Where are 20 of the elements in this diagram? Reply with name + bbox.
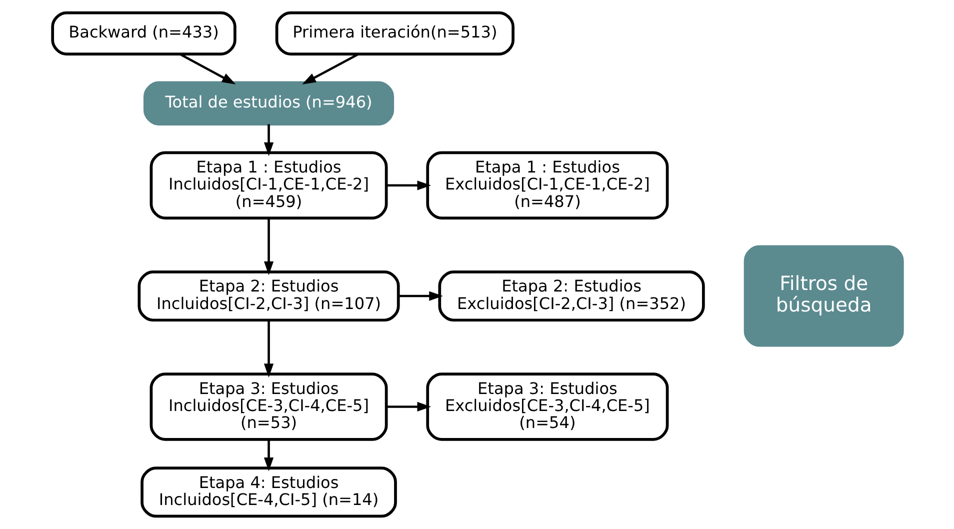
arrow: [263, 218, 274, 276]
node-box: Etapa 4: Estudios Incluidos[CE-4,CI-5] (n=14): [140, 466, 396, 518]
node-box: Primera iteración(n=513): [274, 11, 514, 56]
node-box: Etapa 2: Estudios Incluidos[CI-2,CI-3] (n=107): [137, 270, 400, 322]
arrow: [178, 53, 236, 84]
arrow: [386, 402, 431, 412]
node-box: Backward (n=433): [50, 11, 236, 56]
node-box: Total de estudios (n=946): [142, 81, 394, 126]
arrow: [398, 291, 442, 301]
node-box: Etapa 3: Estudios Incluidos[CE-3,CI-4,CE-5] (n=53): [149, 372, 388, 441]
arrow: [263, 124, 274, 156]
node-box: Etapa 1 : Estudios Incluidos[CI-1,CE-1,CE-2] (n=459): [149, 151, 388, 220]
node-box: Etapa 1 : Estudios Excluidos[CI-1,CE-1,CE-2] (n=487): [426, 151, 668, 220]
arrow: [263, 320, 274, 378]
arrow: [302, 53, 358, 84]
arrow: [386, 180, 431, 190]
node-box: Etapa 2: Estudios Excluidos[CI-2,CI-3] (n=352): [438, 270, 704, 322]
node-box: Filtros de búsqueda: [743, 245, 904, 347]
arrow: [263, 440, 274, 472]
node-box: Etapa 3: Estudios Excluidos[CE-3,CI-4,CE-5] (n=54): [426, 372, 668, 441]
